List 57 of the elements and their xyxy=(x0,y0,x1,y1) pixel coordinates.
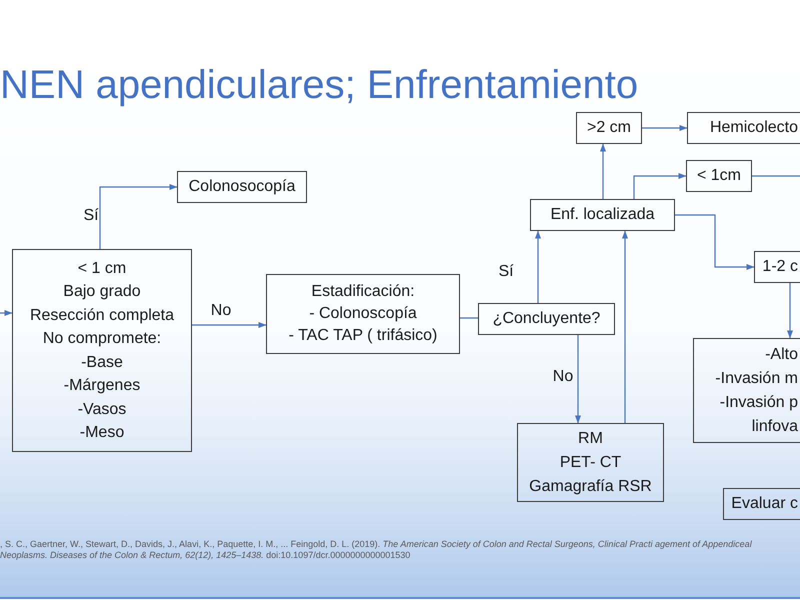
arrow xyxy=(633,173,686,199)
box-text: linfova xyxy=(752,416,798,436)
box-text: PET- CT xyxy=(560,452,622,472)
box-text: -Márgenes xyxy=(64,376,140,396)
box-text: -Alto xyxy=(765,344,798,364)
box-text: Hemicolecto xyxy=(710,118,798,138)
flow-box xyxy=(723,488,800,520)
edge-label: No xyxy=(552,368,574,386)
box-text: No compromete: xyxy=(42,329,162,349)
arrow xyxy=(675,214,754,270)
arrow xyxy=(642,125,688,131)
arrow xyxy=(0,310,12,316)
box-text: - Colonoscopía xyxy=(309,304,417,324)
box-text: Colonosocopía xyxy=(188,177,296,197)
slide-title: NEN apendiculares; Enfrentamiento xyxy=(0,62,638,108)
box-text: -Base xyxy=(81,352,123,372)
flow-box xyxy=(530,199,675,231)
connector-line xyxy=(752,175,800,177)
edge-label: No xyxy=(210,302,232,320)
box-text: Enf. localizada xyxy=(550,205,655,225)
arrow xyxy=(99,184,178,249)
box-text: >2 cm xyxy=(586,118,631,138)
citation-text: , S. C., Gaertner, W., Stewart, D., Davids, J., Alavi, K., Paquette, I. M., ... Feingold, D. L. (2019). The American Society of Colon and Rectal Surgeons, Clinical Practi agement of Appendiceal Neoplasms. Diseases of the Colon & Rectum, 62(12), 1425–1438. doi:10.1097/dcr.0000000000001530 xyxy=(0,539,753,561)
box-text: ¿Concluyente? xyxy=(492,309,600,329)
arrow xyxy=(192,322,266,328)
flow-box xyxy=(687,112,800,144)
flow-box xyxy=(12,249,192,452)
flow-box xyxy=(478,303,615,335)
box-text: -Invasión p xyxy=(720,392,798,412)
box-text: 1-2 c xyxy=(762,257,798,277)
box-text: < 1 cm xyxy=(78,258,126,278)
flow-box xyxy=(693,338,800,443)
flow-box xyxy=(517,423,664,502)
box-text: Evaluar c xyxy=(731,494,798,514)
box-text: Estadificación: xyxy=(311,282,415,302)
flow-box xyxy=(266,274,460,354)
box-text: - TAC TAP ( trifásico) xyxy=(288,326,438,346)
flow-box xyxy=(754,251,800,283)
arrow xyxy=(787,283,793,338)
edge-label: Sí xyxy=(498,263,514,281)
box-text: Gamagrafía RSR xyxy=(529,476,652,496)
box-text: -Invasión m xyxy=(715,368,798,388)
arrow xyxy=(600,144,606,199)
box-text: < 1cm xyxy=(696,166,741,186)
arrow xyxy=(535,230,541,303)
box-text: Resección completa xyxy=(30,306,174,326)
box-text: -Meso xyxy=(80,423,124,443)
edge-label: Sí xyxy=(83,207,99,225)
box-text: -Vasos xyxy=(78,400,126,420)
flow-box xyxy=(177,171,307,203)
box-text: Bajo grado xyxy=(63,282,141,302)
box-text: RM xyxy=(578,428,603,448)
arrow xyxy=(575,335,581,424)
flow-box xyxy=(576,112,642,144)
arrow xyxy=(622,230,628,423)
connector-line xyxy=(460,317,478,319)
flow-box xyxy=(686,160,752,192)
